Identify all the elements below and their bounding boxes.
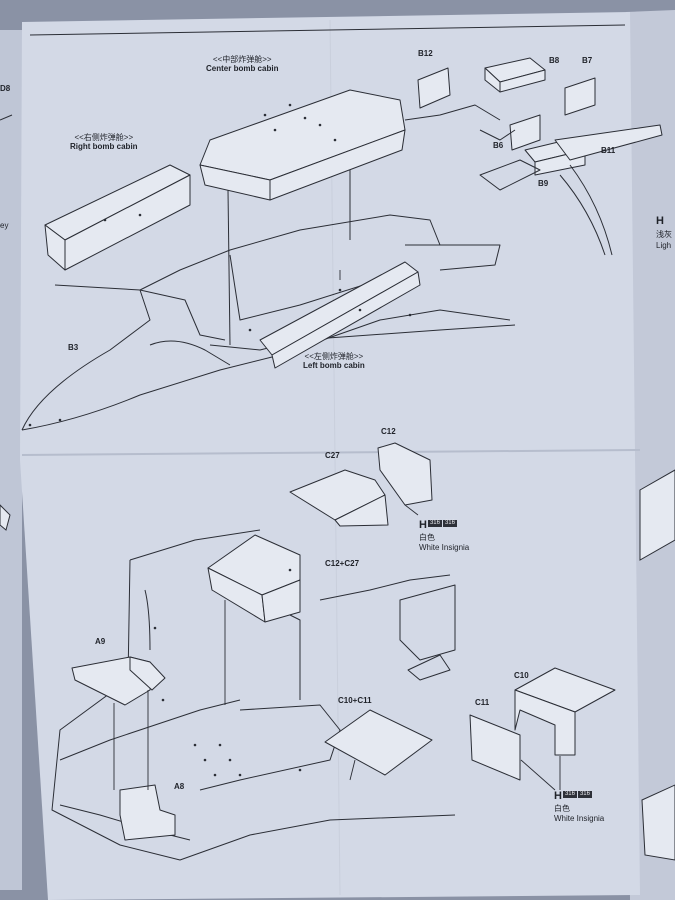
edge-fragment-h: H [656,215,664,227]
left-bomb-cabin-en: Left bomb cabin [303,360,365,370]
paint-name-en: White Insignia [554,813,605,823]
part-label-b6: B6 [493,141,504,150]
part-label-c12-c27: C12+C27 [325,559,360,568]
left-page-strip [0,30,22,890]
edge-fragment-d8: D8 [0,84,11,93]
bay-floor-edge [229,254,396,321]
paint-letter: H [419,519,427,531]
fuselage2-top-edge [129,529,261,561]
part-label-b3: B3 [68,343,79,352]
center-bomb-cabin-en: Center bomb cabin [206,63,279,73]
center-bomb-cabin-zh: <<中部炸弹舱>> [212,55,272,64]
a8-part [119,784,176,841]
part-label-b12: B12 [418,49,433,58]
right-bomb-cabin-zh: <<右侧炸弹舱>> [74,133,134,142]
bay-interior-edge [139,289,226,341]
edge-fragment-zh: 浅灰 [656,230,672,239]
fuselage-lower-outline [21,309,511,431]
paint-letter: H [554,790,562,802]
paint-name-zh: 白色 [554,804,570,814]
center-cabin-guide-line [227,189,231,346]
fuselage2-inner-edge [59,699,241,761]
rear-assembly [399,584,456,661]
b-parts-cluster [417,57,663,176]
part-label-c10-c11: C10+C11 [338,696,372,705]
left-bomb-cabin-zh: <<左侧炸弹舱>> [304,352,364,361]
paint-name-en: White Insignia [419,542,470,552]
c10-c11-part [324,709,433,776]
part-label-c12: C12 [381,427,396,436]
right-page-strip [626,10,675,900]
part-label-b8: B8 [549,56,560,65]
right-cabin-guide-line [54,284,141,291]
part-label-b11: B11 [601,146,616,155]
paint-code-b: 316 [577,791,592,799]
right-bomb-cabin-label: <<右侧炸弹舱>> Right bomb cabin [70,133,138,152]
edge-fragment-en: Ligh [656,241,672,250]
left-bomb-cabin-label: <<左侧炸弹舱>> Left bomb cabin [303,352,365,371]
part-label-c11: C11 [475,698,490,707]
b9-part [479,159,541,191]
paint-code-b: 316 [442,520,457,528]
part-label-c10: C10 [514,671,529,680]
part-label-a9: A9 [95,637,106,646]
cockpit-edge [149,340,231,366]
right-edge-fragments [639,469,675,861]
center-bomb-cabin-label: <<中部炸弹舱>> Center bomb cabin [206,55,279,74]
paint-code-a: 316 [427,520,442,528]
left-bomb-cabin-part [259,261,421,369]
part-label-b9: B9 [538,179,549,188]
part-label-b7: B7 [582,56,593,65]
tail-fairing [405,244,501,271]
c27-part [289,469,386,521]
paint-code-a: 316 [562,791,577,799]
bottom-guide-lines [113,270,561,791]
c11-part [469,714,521,781]
c12-part [377,442,433,506]
sheet-border-top [29,24,626,36]
edge-fragment-ey: ey [0,221,9,230]
paint-name-zh: 白色 [419,533,435,543]
fold-line-horizontal [21,449,641,456]
bottom-detail-dots [153,568,302,777]
center-bomb-cabin-part [199,89,406,201]
paper-sheet [20,12,640,900]
right-bomb-cabin-part [44,164,191,271]
top-detail-dots [28,103,412,427]
b11-strut [559,174,606,256]
part-label-c27: C27 [325,451,340,460]
right-bomb-cabin-en: Right bomb cabin [70,141,138,151]
fuselage-upper-outline [21,214,441,431]
left-edge-fragments [0,114,13,531]
fuselage2-outline [51,559,456,861]
part-label-a8: A8 [174,782,185,791]
